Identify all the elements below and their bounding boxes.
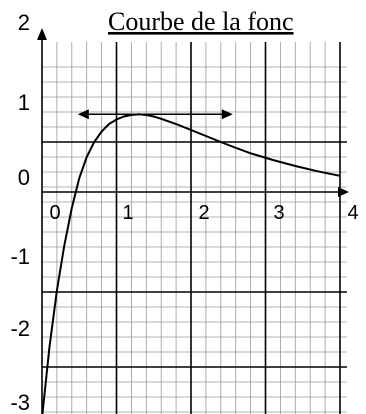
x-tick-label: 1 (122, 202, 133, 224)
y-tick-label: 1 (18, 90, 30, 115)
tangent-right-arrow-icon (221, 109, 233, 120)
minor-grid (41, 42, 347, 414)
x-tick-label: 2 (198, 202, 209, 224)
y-tick-label: 2 (18, 10, 30, 35)
major-grid (42, 42, 347, 414)
x-tick-label: 3 (273, 202, 284, 224)
tick-labels: 2 1 0 -1 -2 -3 0 1 2 3 4 (10, 10, 358, 414)
axes (37, 28, 349, 414)
y-tick-label: -2 (10, 316, 30, 341)
x-tick-label: 4 (347, 202, 358, 224)
x-tick-label: 0 (49, 202, 60, 224)
y-tick-label: -1 (10, 244, 30, 269)
chart-title: Courbe de la fonc (108, 7, 294, 36)
x-axis-arrow-icon (338, 187, 349, 197)
y-axis-arrow-icon (37, 28, 47, 40)
y-tick-label: 0 (18, 165, 30, 190)
y-tick-label: -3 (10, 390, 30, 414)
horizontal-tangent (77, 109, 233, 120)
tangent-left-arrow-icon (77, 109, 89, 120)
